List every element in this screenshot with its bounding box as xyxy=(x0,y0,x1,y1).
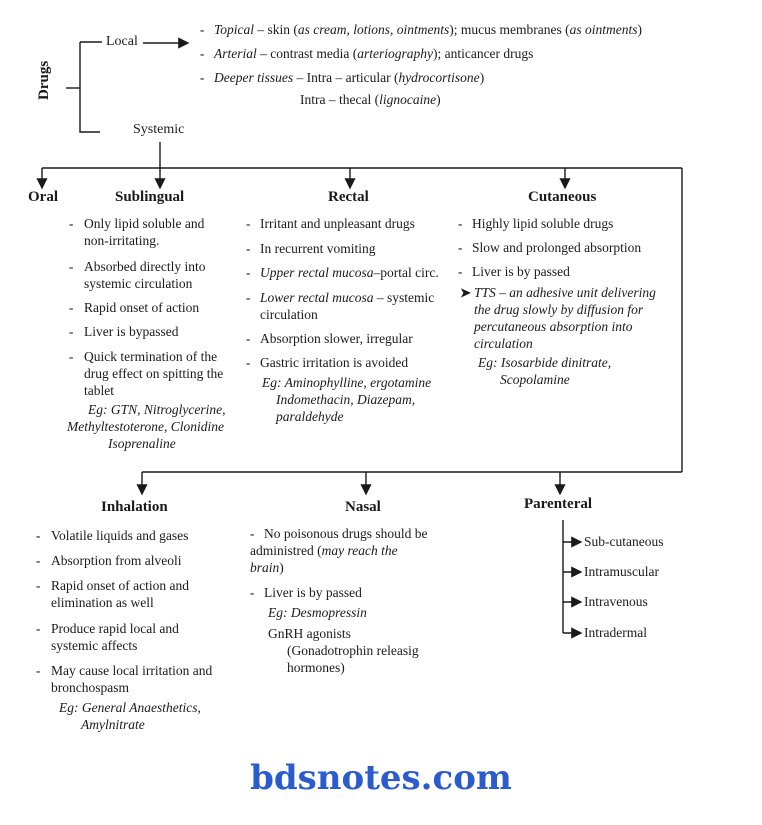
route-nasal-title: Nasal xyxy=(345,499,381,515)
systemic-label: Systemic xyxy=(133,122,185,137)
local-label: Local xyxy=(106,34,138,49)
local-item-arterial: -Arterial – contrast media (arteriograph… xyxy=(200,46,534,61)
local-item-deeper: -Deeper tissues – Intra – articular (hyd… xyxy=(200,70,485,85)
local-item-topical: -Topical – skin (as cream, lotions, oint… xyxy=(200,22,642,37)
local-item-intrathecal: Intra – thecal (lignocaine) xyxy=(300,92,441,107)
route-rectal-title: Rectal xyxy=(328,189,369,205)
parenteral-intramuscular: Intramuscular xyxy=(584,564,659,579)
route-oral-title: Oral xyxy=(28,189,58,205)
route-cutaneous-title: Cutaneous xyxy=(528,189,597,205)
route-parenteral-title: Parenteral xyxy=(524,496,593,512)
drugs-bracket xyxy=(79,42,100,133)
route-inhalation-title: Inhalation xyxy=(101,499,168,515)
parenteral-intradermal: Intradermal xyxy=(584,625,647,640)
parenteral-intravenous: Intravenous xyxy=(584,594,648,609)
watermark: bdsnotes.com xyxy=(250,758,512,798)
drugs-label: Drugs xyxy=(36,60,52,100)
route-sublingual-title: Sublingual xyxy=(115,189,185,205)
parenteral-subcutaneous: Sub-cutaneous xyxy=(584,534,664,549)
